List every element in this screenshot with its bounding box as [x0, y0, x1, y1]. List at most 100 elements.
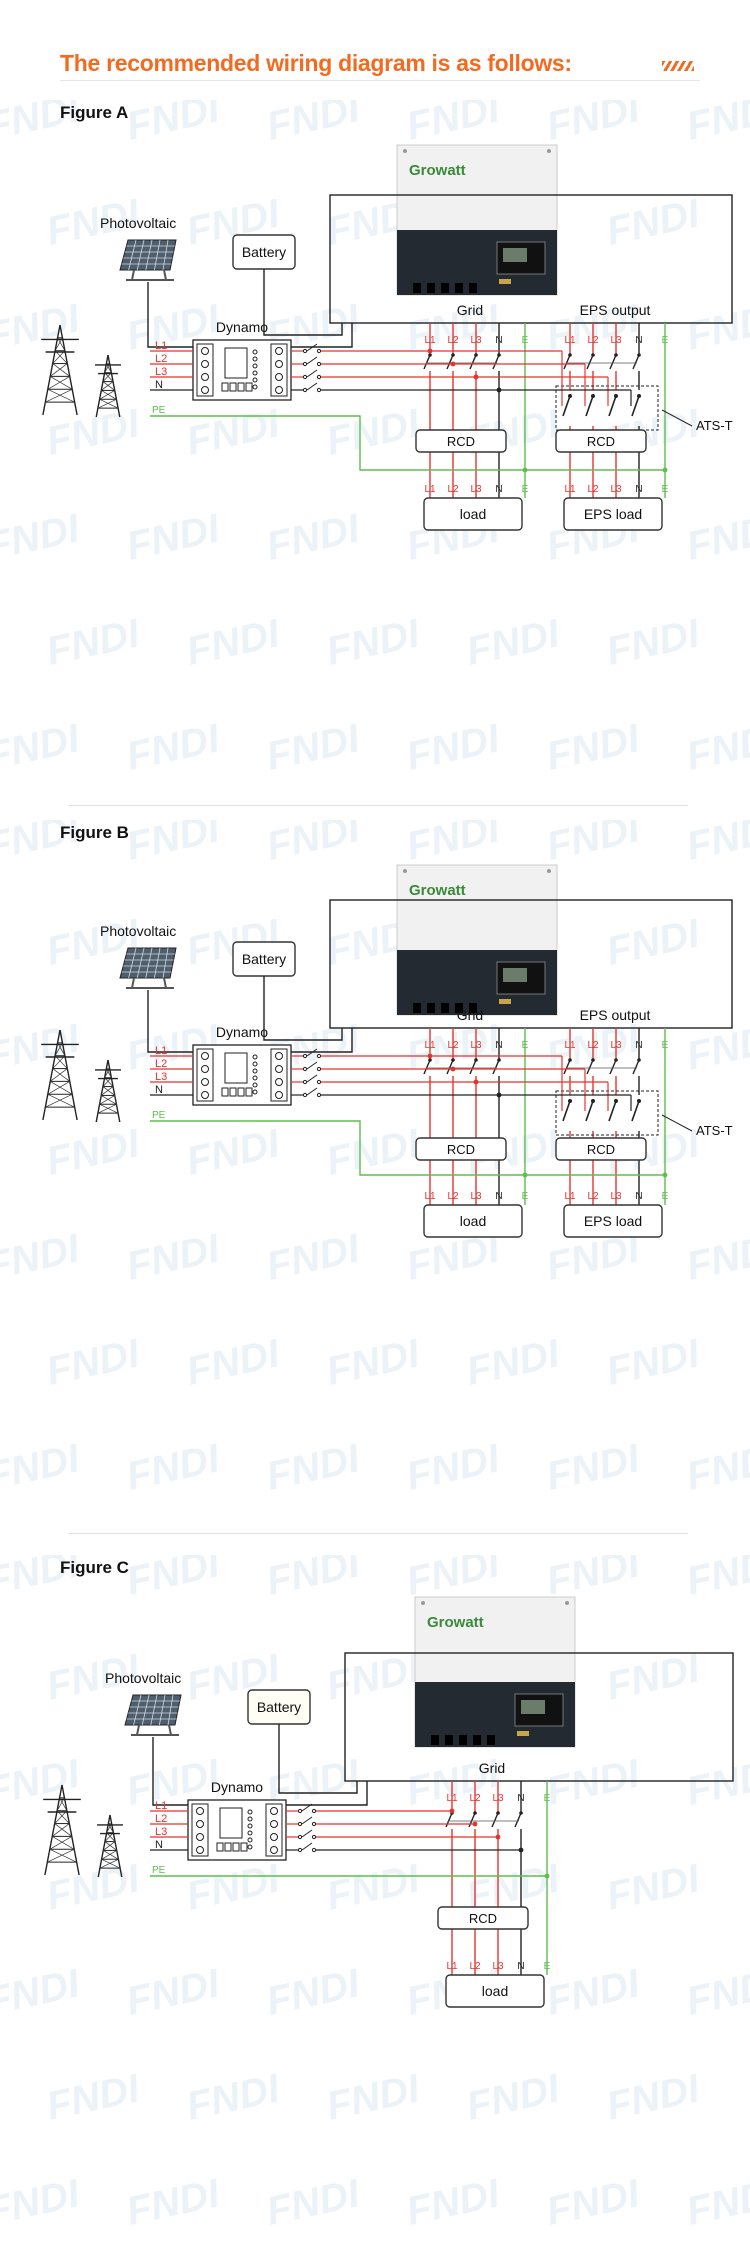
solar-panel-icon: [136, 239, 145, 271]
eps-breaker: [563, 354, 571, 370]
switch-blade: [306, 1074, 318, 1083]
eps-breaker: [632, 1059, 640, 1075]
load-terminal: N: [517, 1961, 524, 1972]
watermark-logo: FNDI: [683, 716, 750, 779]
grid-breaker: [497, 353, 501, 357]
load-terminal: L1: [446, 1961, 458, 1972]
meter-icon: [252, 377, 258, 383]
watermark-logo: FNDI: [683, 1555, 750, 1604]
watermark-logo: FNDI: [743, 191, 750, 254]
watermark-logo: FNDI: [323, 611, 424, 674]
solar-panel-icon: [119, 239, 177, 281]
inverter-icon: Growatt: [414, 1596, 576, 1748]
switch-contact: [297, 1847, 303, 1853]
page-title: The recommended wiring diagram is as fol…: [60, 50, 572, 76]
page-header: The recommended wiring diagram is as fol…: [0, 40, 750, 90]
pe-wire: [150, 415, 665, 471]
photovoltaic-label: Photovoltaic: [100, 215, 176, 231]
ats-switch: [585, 1100, 594, 1122]
connector: [441, 1003, 449, 1013]
battery-cable: [278, 1724, 358, 1794]
transmission-tower-icon: [41, 1029, 79, 1121]
pe-label: PE: [152, 405, 166, 416]
grid-rcd-label: RCD: [447, 434, 475, 449]
watermark-logo: FNDI: [683, 1961, 750, 2024]
transmission-tower-icon: [99, 390, 115, 400]
title-divider: [60, 80, 700, 81]
grid-breaker: [469, 1059, 477, 1075]
watermark-logo: FNDI: [463, 2066, 564, 2129]
transmission-tower-icon: [97, 1103, 117, 1114]
watermark-logo: FNDI: [683, 1226, 750, 1289]
transmission-tower-icon: [97, 1814, 123, 1878]
watermark-logo: FNDI: [123, 1436, 224, 1499]
watermark-logo: FNDI: [743, 2066, 750, 2129]
switch-blade: [301, 1842, 313, 1851]
load-terminal: L3: [492, 1961, 504, 1972]
ats-box: [555, 1090, 659, 1136]
grid-breaker: [474, 1058, 478, 1062]
figure-divider: [68, 805, 688, 806]
meter-icon: [196, 1048, 214, 1102]
watermark-logo: FNDI: [43, 1331, 144, 1394]
supply-line-label: L1: [155, 1800, 167, 1812]
transmission-tower-icon: [101, 381, 114, 391]
meter-icon: [275, 347, 283, 355]
meter-icon: [275, 1078, 283, 1086]
watermark-logo: FNDI: [403, 2171, 504, 2234]
watermark-logo: FNDI: [603, 1646, 704, 1709]
meter-icon: [196, 1820, 204, 1828]
meter-icon: [201, 360, 209, 368]
transmission-tower-icon: [52, 1836, 75, 1850]
meter-icon: [221, 1087, 229, 1097]
load-terminal: L2: [447, 484, 459, 495]
watermark-logo: FNDI: [123, 716, 224, 779]
meter-icon: [275, 360, 283, 368]
meter-icon: [247, 1809, 253, 1815]
meter-icon: [196, 1807, 204, 1815]
meter-icon: [247, 1830, 253, 1836]
dynamo-label: Dynamo: [211, 1779, 263, 1795]
dynamo-label: Dynamo: [216, 1024, 268, 1040]
eps-load-terminal: L2: [587, 1191, 599, 1202]
watermark-logo: FNDI: [263, 820, 364, 869]
meter-icon: [252, 1068, 258, 1074]
watermark-logo: FNDI: [743, 1331, 750, 1394]
photovoltaic-label: Photovoltaic: [105, 1670, 181, 1686]
watermark-logo: FNDI: [0, 2171, 84, 2234]
watermark-logo: FNDI: [263, 1226, 364, 1289]
ats-switch: [614, 394, 618, 398]
figure-title: Figure C: [60, 1558, 129, 1577]
switch-contact: [316, 1053, 322, 1059]
transmission-tower-icon: [61, 1784, 80, 1876]
ats-switch: [608, 1100, 617, 1122]
grid-breaker: [497, 1058, 501, 1062]
supply-line-label: L2: [155, 1813, 167, 1825]
switch-contact: [316, 387, 322, 393]
watermark-logo: FNDI: [183, 611, 284, 674]
watermark-logo: FNDI: [0, 1751, 84, 1814]
watermark-logo: FNDI: [543, 820, 644, 869]
load-box: [423, 497, 523, 531]
solar-panel-icon: [131, 269, 135, 281]
switch-contact: [311, 1847, 317, 1853]
transmission-tower-icon: [43, 1784, 81, 1876]
transmission-tower-icon: [56, 1810, 70, 1824]
meter-icon: [187, 1799, 287, 1861]
meter-icon: [247, 1823, 253, 1829]
ats-switch: [562, 395, 571, 417]
switch-contact: [311, 1834, 317, 1840]
watermark-logo: FNDI: [263, 1555, 364, 1604]
solar-panel-icon: [141, 1694, 150, 1726]
supply-line-label: L2: [155, 353, 167, 365]
load-terminal: E: [544, 1961, 551, 1972]
transmission-tower-icon: [99, 1103, 119, 1114]
screw: [547, 149, 551, 153]
eps-breaker: [591, 1058, 595, 1062]
meter-icon: [196, 1833, 204, 1841]
eps-breaker: [568, 1058, 572, 1062]
meter-icon: [270, 1048, 288, 1102]
junction: [518, 1847, 524, 1853]
